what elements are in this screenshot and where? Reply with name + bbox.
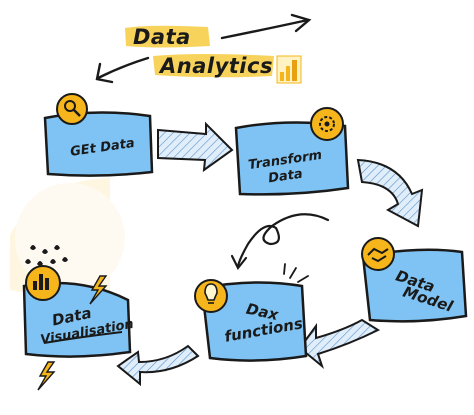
magnifier-icon (56, 93, 88, 125)
arrow-dax-to-visualisation (116, 344, 200, 387)
bar-chart-icon (25, 265, 61, 301)
title-highlight-1 (125, 25, 210, 48)
idea-spark-lines (283, 263, 309, 283)
node-data-visualisation: Data Visualisation (22, 265, 135, 358)
handshake-icon (361, 237, 395, 271)
curly-arrow-icon (230, 213, 330, 271)
arrow-get-to-transform (157, 121, 234, 173)
title-line-2: Analytics (158, 54, 273, 78)
node-data-model: Data Model (361, 237, 468, 323)
powerbi-logo-icon (276, 55, 302, 84)
arrow-transform-to-model (356, 158, 424, 228)
node-dax-functions: Dax functions (194, 263, 309, 362)
arrow-right-up-icon (220, 13, 312, 40)
title-highlight-2 (153, 54, 274, 78)
arrow-left-down-icon (95, 56, 150, 84)
gear-icon (310, 107, 344, 141)
rain-cloud-icon (25, 245, 68, 266)
lightning-icon-2 (37, 361, 56, 391)
visualisation-underline (43, 331, 123, 344)
node-transform-data: Transform Data (234, 107, 350, 196)
lightbulb-icon (194, 279, 228, 313)
title-group: Data Analytics (95, 13, 312, 84)
node-transform-data-line-2: Data (267, 167, 303, 187)
arrow-model-to-dax (298, 318, 381, 369)
lightning-icon (89, 275, 108, 305)
title-line-1: Data (133, 25, 191, 49)
node-get-data: GEt Data (43, 93, 154, 177)
